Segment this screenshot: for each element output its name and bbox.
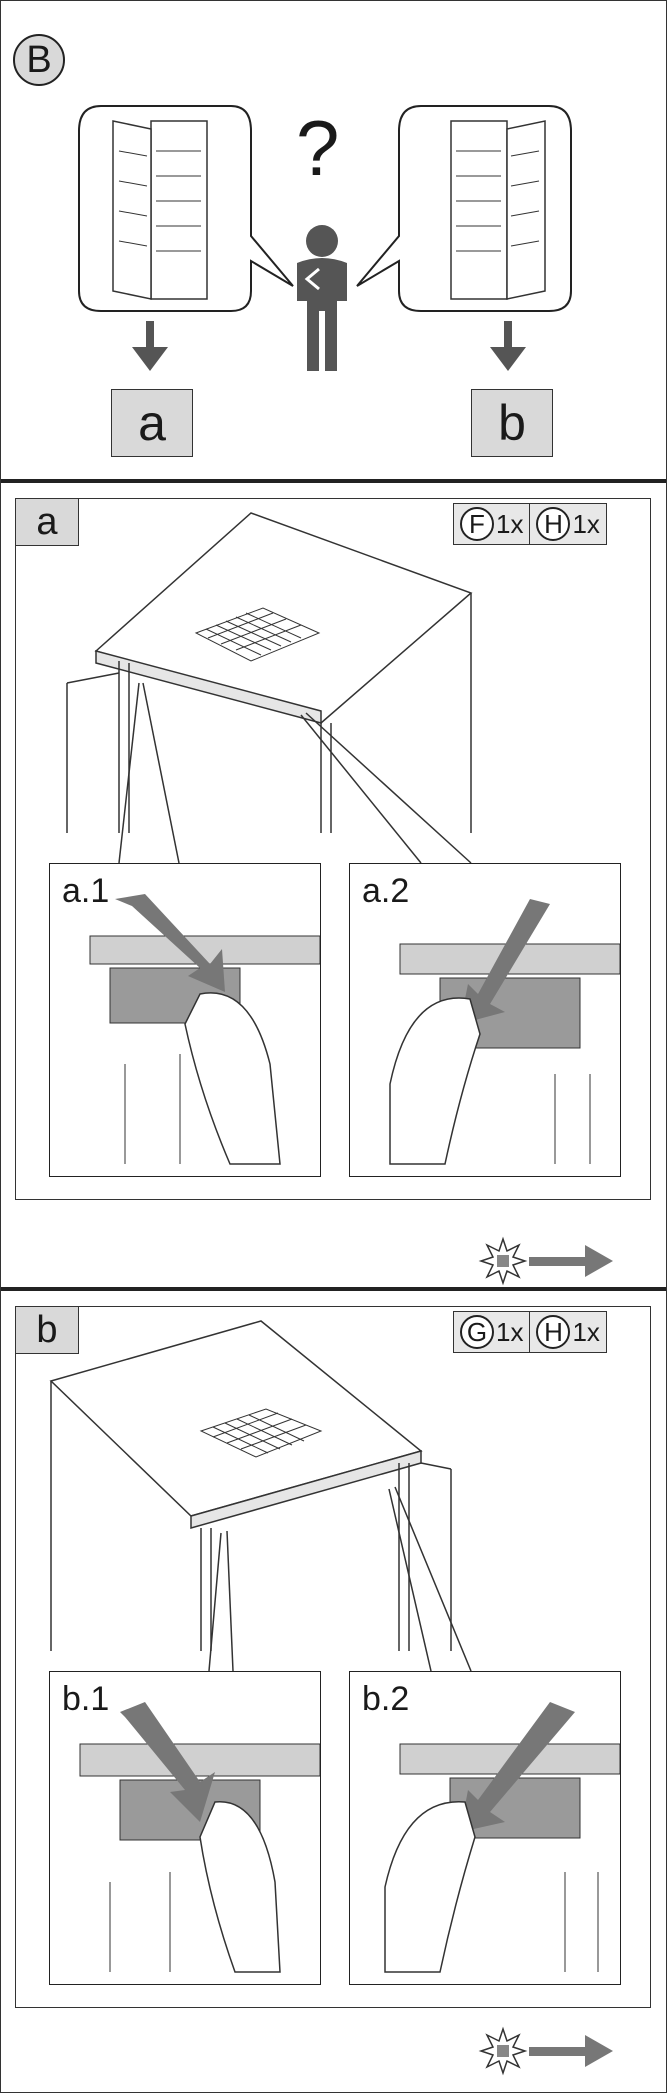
section-a-illustration [66,512,473,864]
part-h-qty: 1x [572,508,600,539]
step-badge-letter: B [26,38,52,81]
part-f: F 1x [454,504,529,544]
step-a2-label: a.2 [362,872,410,910]
step-badge: B [13,34,65,86]
part-h-b-letter: H [536,1315,571,1349]
section-b-tag: b [15,1306,79,1354]
step-b1-illustration [79,1702,320,1973]
grid-label-a [194,607,321,662]
section-choose-door: B [1,1,666,479]
section-divider-2 [1,1287,666,1291]
part-f-letter: F [460,507,494,541]
callout-lines-b [208,1486,472,1672]
part-g: G 1x [454,1312,529,1352]
section-a-parts: F 1x H 1x [453,503,607,545]
question-mark: ? [296,104,340,192]
step-a2-panel: a.2 [349,863,621,1177]
fridge-right-hinge-icon [450,120,546,300]
step-b2-label: b.2 [362,1680,410,1718]
finger-icon [184,992,281,1165]
door-choice-illustration [78,105,572,371]
section-a-tag: a [15,498,79,546]
step-a1-illustration [89,894,320,1165]
option-a-box[interactable]: a [111,389,193,457]
press-arrow-icon-3 [120,1702,215,1822]
part-h-b: H 1x [529,1312,605,1352]
finger-icon-3 [199,1801,281,1973]
step-a1-panel: a.1 [49,863,321,1177]
section-b-parts: G 1x H 1x [453,1311,607,1353]
fridge-top-view-b [49,1320,452,1651]
fridge-left-hinge-icon [112,120,208,300]
step-b1-label: b.1 [62,1680,110,1718]
thinking-person-icon [297,225,347,371]
section-b-illustration [49,1320,472,1672]
part-g-qty: 1x [496,1316,524,1347]
press-arrow-icon-4 [460,1702,575,1832]
step-a2-illustration [389,899,620,1165]
section-a: a F 1x H 1x [1,483,666,1287]
grid-label-b [199,1408,323,1458]
section-divider [1,479,666,483]
step-b2-panel: b.2 [349,1671,621,1985]
option-b-box[interactable]: b [471,389,553,457]
step-a1-label: a.1 [62,872,110,910]
part-f-qty: 1x [496,508,524,539]
part-h-b-qty: 1x [572,1316,600,1347]
fridge-top-view-a [66,512,473,833]
part-g-letter: G [460,1315,494,1349]
part-h: H 1x [529,504,605,544]
press-arrow-icon [115,894,225,992]
arrow-down-left-icon [132,321,168,371]
part-h-letter: H [536,507,571,541]
arrow-down-right-icon [490,321,526,371]
press-arrow-icon-2 [460,899,550,1024]
finger-icon-4 [384,1801,476,1973]
section-b: b G 1x H 1x [1,1291,666,2093]
step-b1-panel: b.1 [49,1671,321,1985]
callout-lines-a [118,682,472,864]
finger-icon-2 [389,997,481,1165]
step-b2-illustration [384,1702,620,1973]
